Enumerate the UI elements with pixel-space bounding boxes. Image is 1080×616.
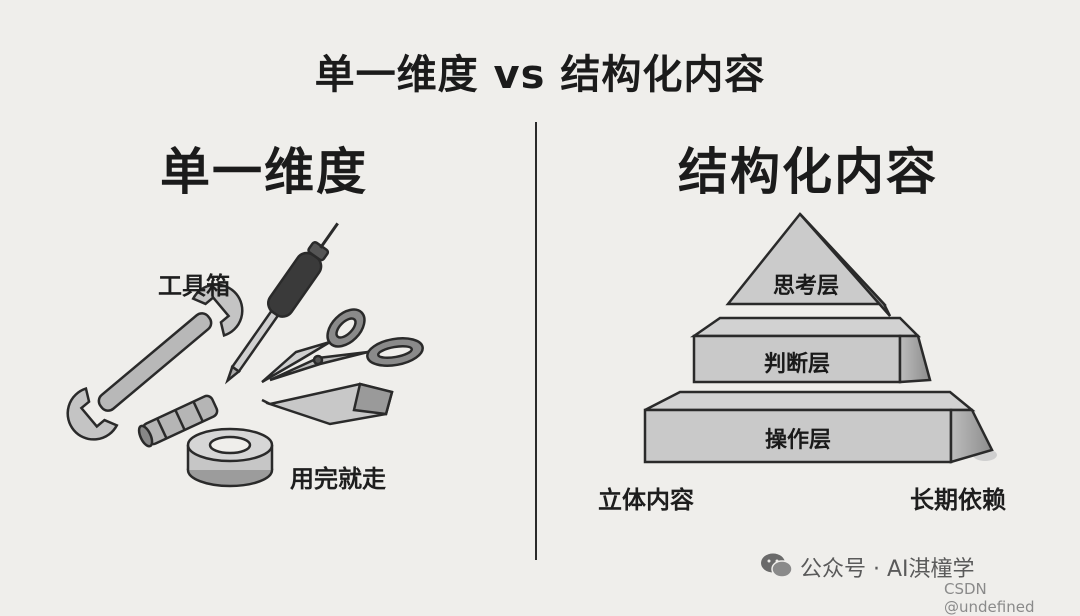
layer-bottom [643, 390, 994, 464]
layer-top [725, 212, 892, 317]
pipe-roll-icon [137, 394, 219, 448]
layer-middle-label: 判断层 [763, 352, 830, 377]
layer-top-label: 思考层 [772, 274, 839, 299]
scissors-icon [261, 308, 424, 384]
left-caption: 立体内容 [598, 486, 694, 514]
right-caption: 长期依赖 [910, 486, 1006, 514]
wrench-icon [66, 283, 244, 441]
center-divider [535, 122, 537, 560]
right-heading: 结构化内容 [678, 143, 938, 201]
left-heading: 单一维度 [160, 143, 368, 201]
layer-middle [689, 316, 932, 384]
watermark-account: 公众号 · AI淇橦学 [800, 557, 975, 582]
wechat-icon [761, 553, 793, 578]
tools-illustration [66, 222, 424, 488]
main-title: 单一维度 vs 结构化内容 [314, 52, 766, 98]
use-and-go-label: 用完就走 [290, 465, 386, 493]
tape-roll-icon [186, 427, 274, 488]
toolbox-label: 工具箱 [158, 272, 230, 300]
screwdriver-icon [224, 222, 339, 385]
utility-knife-icon [261, 382, 394, 426]
layer-bottom-label: 操作层 [764, 428, 831, 453]
watermark-csdn: CSDN @undefined [944, 580, 1035, 616]
